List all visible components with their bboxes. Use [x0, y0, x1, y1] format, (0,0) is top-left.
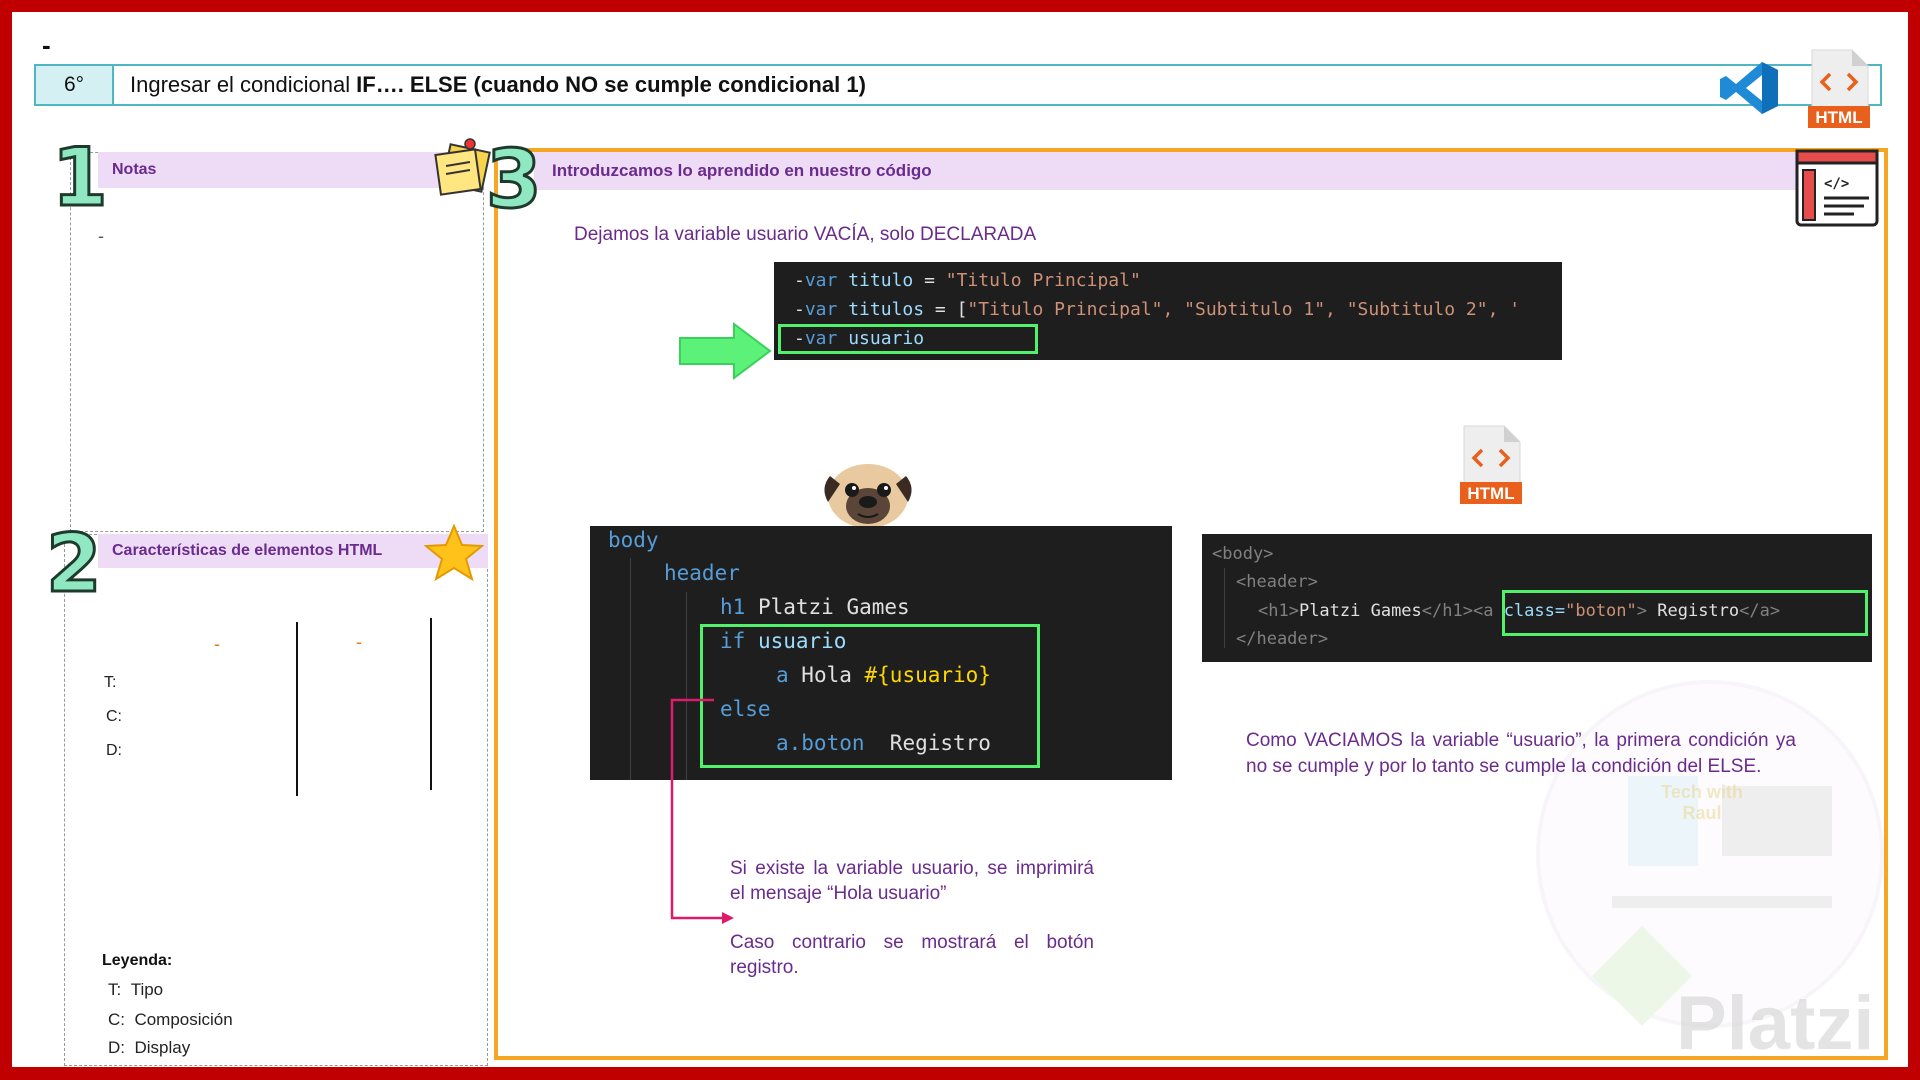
svg-text:</>: </>: [1824, 176, 1849, 192]
indent-guide-2: [686, 592, 687, 780]
code-body: body: [608, 528, 659, 552]
main-title: Introduzcamos lo aprendido en nuestro có…: [534, 152, 1804, 190]
step-title-bold: IF…. ELSE (cuando NO se cumple condicion…: [356, 72, 866, 97]
pug-variables-code: -var titulo = "Titulo Principal" -var ti…: [774, 262, 1562, 360]
explanation-if: Si existe la variable usuario, se imprim…: [730, 858, 1094, 904]
code-a-hola: a Hola #{usuario}: [776, 663, 991, 687]
platzi-watermark: Platzi: [1676, 981, 1875, 1066]
indent-guide-1: [630, 558, 631, 780]
html-line-body: <body>: [1212, 544, 1274, 564]
watermark-graphic: [1536, 680, 1884, 1028]
html-line-header-close: </header>: [1236, 629, 1329, 649]
notes-dash: -: [98, 226, 104, 246]
legend-title: Leyenda:: [102, 952, 173, 969]
column-dash-2: -: [356, 632, 362, 652]
html-output-code: <body> <header> <h1>Platzi Games</h1><a …: [1202, 534, 1872, 662]
legend-row-c: C: Composición: [108, 1010, 233, 1029]
html-file-label: HTML: [1467, 484, 1515, 503]
intro-text: Dejamos la variable usuario VACÍA, solo …: [574, 224, 1037, 245]
html-file-icon: [1460, 425, 1522, 504]
section-number-3: 3: [485, 133, 544, 226]
code-line-titulos: -var titulos = ["Titulo Principal", "Sub…: [794, 299, 1521, 320]
code-else: else: [720, 697, 771, 721]
pug-icon: [824, 464, 912, 528]
column-divider-2: [430, 618, 432, 790]
label-t: T:: [104, 674, 117, 691]
html-file-label-top: HTML: [1815, 108, 1863, 127]
code-if: if usuario: [720, 629, 847, 653]
code-a-boton: a.boton Registro: [776, 731, 991, 755]
html-indent-guide: [1224, 568, 1225, 648]
step-number: 6°: [36, 66, 114, 104]
step-header: 6° Ingresar el condicional IF…. ELSE (cu…: [34, 64, 1882, 106]
code-line-usuario: -var usuario: [794, 328, 925, 349]
notes-panel: [70, 152, 484, 532]
html-file-icon-top: [1808, 49, 1870, 128]
slide: - 6° Ingresar el condicional IF…. ELSE (…: [12, 12, 1908, 1067]
green-arrow-icon: [679, 322, 772, 380]
pug-body-code: body header h1 Platzi Games if usuario a…: [590, 526, 1172, 780]
star-icon: [424, 524, 484, 582]
notes-title: Notas: [98, 152, 483, 188]
characteristics-title: Características de elementos HTML: [98, 534, 488, 568]
legend-row-t: T: Tipo: [108, 980, 164, 999]
code-header: header: [664, 561, 740, 585]
step-title: Ingresar el condicional IF…. ELSE (cuand…: [130, 66, 866, 104]
code-h1: h1 Platzi Games: [720, 595, 910, 619]
section-number-2: 2: [45, 517, 104, 610]
explanation-right: Como VACIAMOS la variable “usuario”, la …: [1246, 730, 1796, 777]
column-divider-1: [296, 622, 298, 796]
registro-highlight: [1502, 590, 1868, 636]
section-number-1: 1: [51, 131, 110, 224]
legend-row-d: D: Display: [108, 1038, 191, 1057]
label-d: D:: [106, 742, 122, 759]
html-line-header: <header>: [1236, 572, 1318, 592]
main-panel: [494, 148, 1888, 1060]
top-dash: -: [42, 30, 51, 60]
step-title-plain: Ingresar el condicional: [130, 72, 351, 97]
connector-arrow: [670, 698, 734, 924]
label-c: C:: [106, 708, 122, 725]
vscode-icon: [1720, 62, 1778, 114]
watermark-badge: Tech with Raul: [1661, 782, 1743, 823]
explanation-else: Caso contrario se mostrará el botón regi…: [730, 932, 1094, 978]
if-else-highlight: [700, 624, 1040, 768]
column-dash-1: -: [214, 634, 220, 654]
usuario-highlight: [778, 324, 1038, 354]
sticky-notes-icon: [434, 138, 491, 196]
html-line-h1: <h1>Platzi Games</h1><a class="boton"> R…: [1258, 601, 1781, 621]
code-line-titulo: -var titulo = "Titulo Principal": [794, 270, 1141, 291]
code-window-icon: </>: [1795, 149, 1879, 227]
